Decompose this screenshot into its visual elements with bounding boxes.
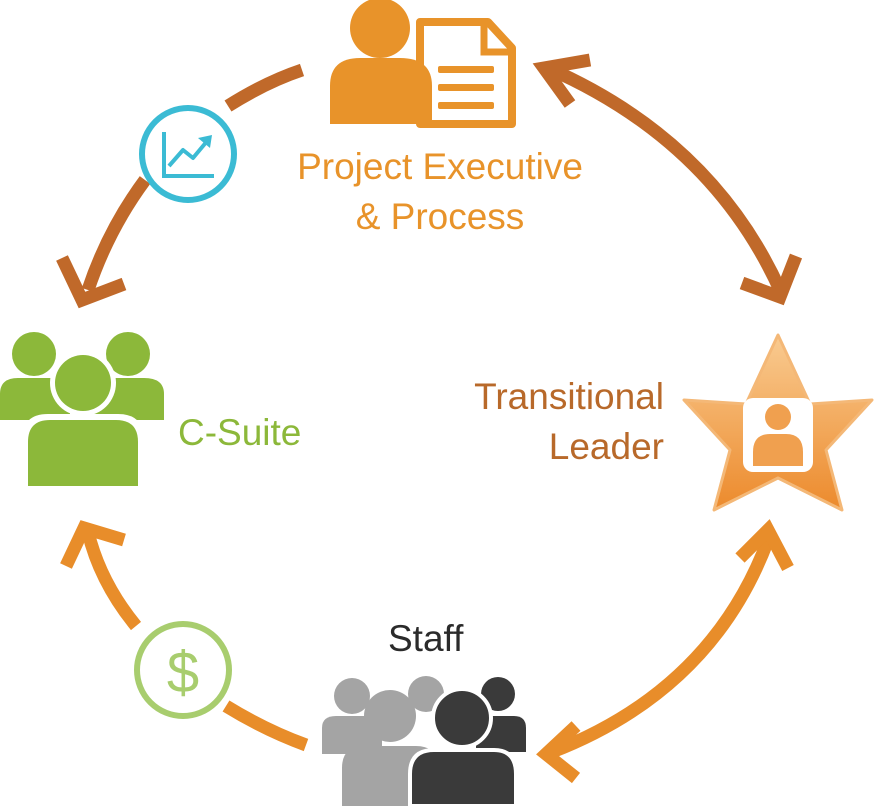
person-document-icon bbox=[330, 0, 516, 128]
group-icon bbox=[0, 332, 164, 488]
staff-label: Staff bbox=[388, 618, 464, 659]
star-person-icon bbox=[682, 333, 874, 512]
project-label-line2: & Process bbox=[355, 196, 525, 237]
arrow-transitional-staff bbox=[536, 519, 794, 784]
trend-chart-icon bbox=[139, 105, 237, 203]
arrow-project-to-csuite bbox=[56, 63, 305, 309]
dollar-icon: $ bbox=[134, 621, 232, 719]
transitional-leader-label: Transitional Leader bbox=[440, 372, 664, 472]
transitional-label-line2: Leader bbox=[548, 426, 664, 467]
csuite-label: C-Suite bbox=[178, 412, 302, 453]
project-executive-label: Project Executive & Process bbox=[290, 142, 590, 242]
arrow-project-transitional bbox=[532, 53, 803, 306]
people-group-icon bbox=[322, 676, 526, 806]
arrow-staff-to-csuite bbox=[60, 520, 309, 752]
dollar-symbol: $ bbox=[167, 640, 199, 705]
project-label-line1: Project Executive bbox=[297, 146, 583, 187]
transitional-label-line1: Transitional bbox=[474, 376, 664, 417]
